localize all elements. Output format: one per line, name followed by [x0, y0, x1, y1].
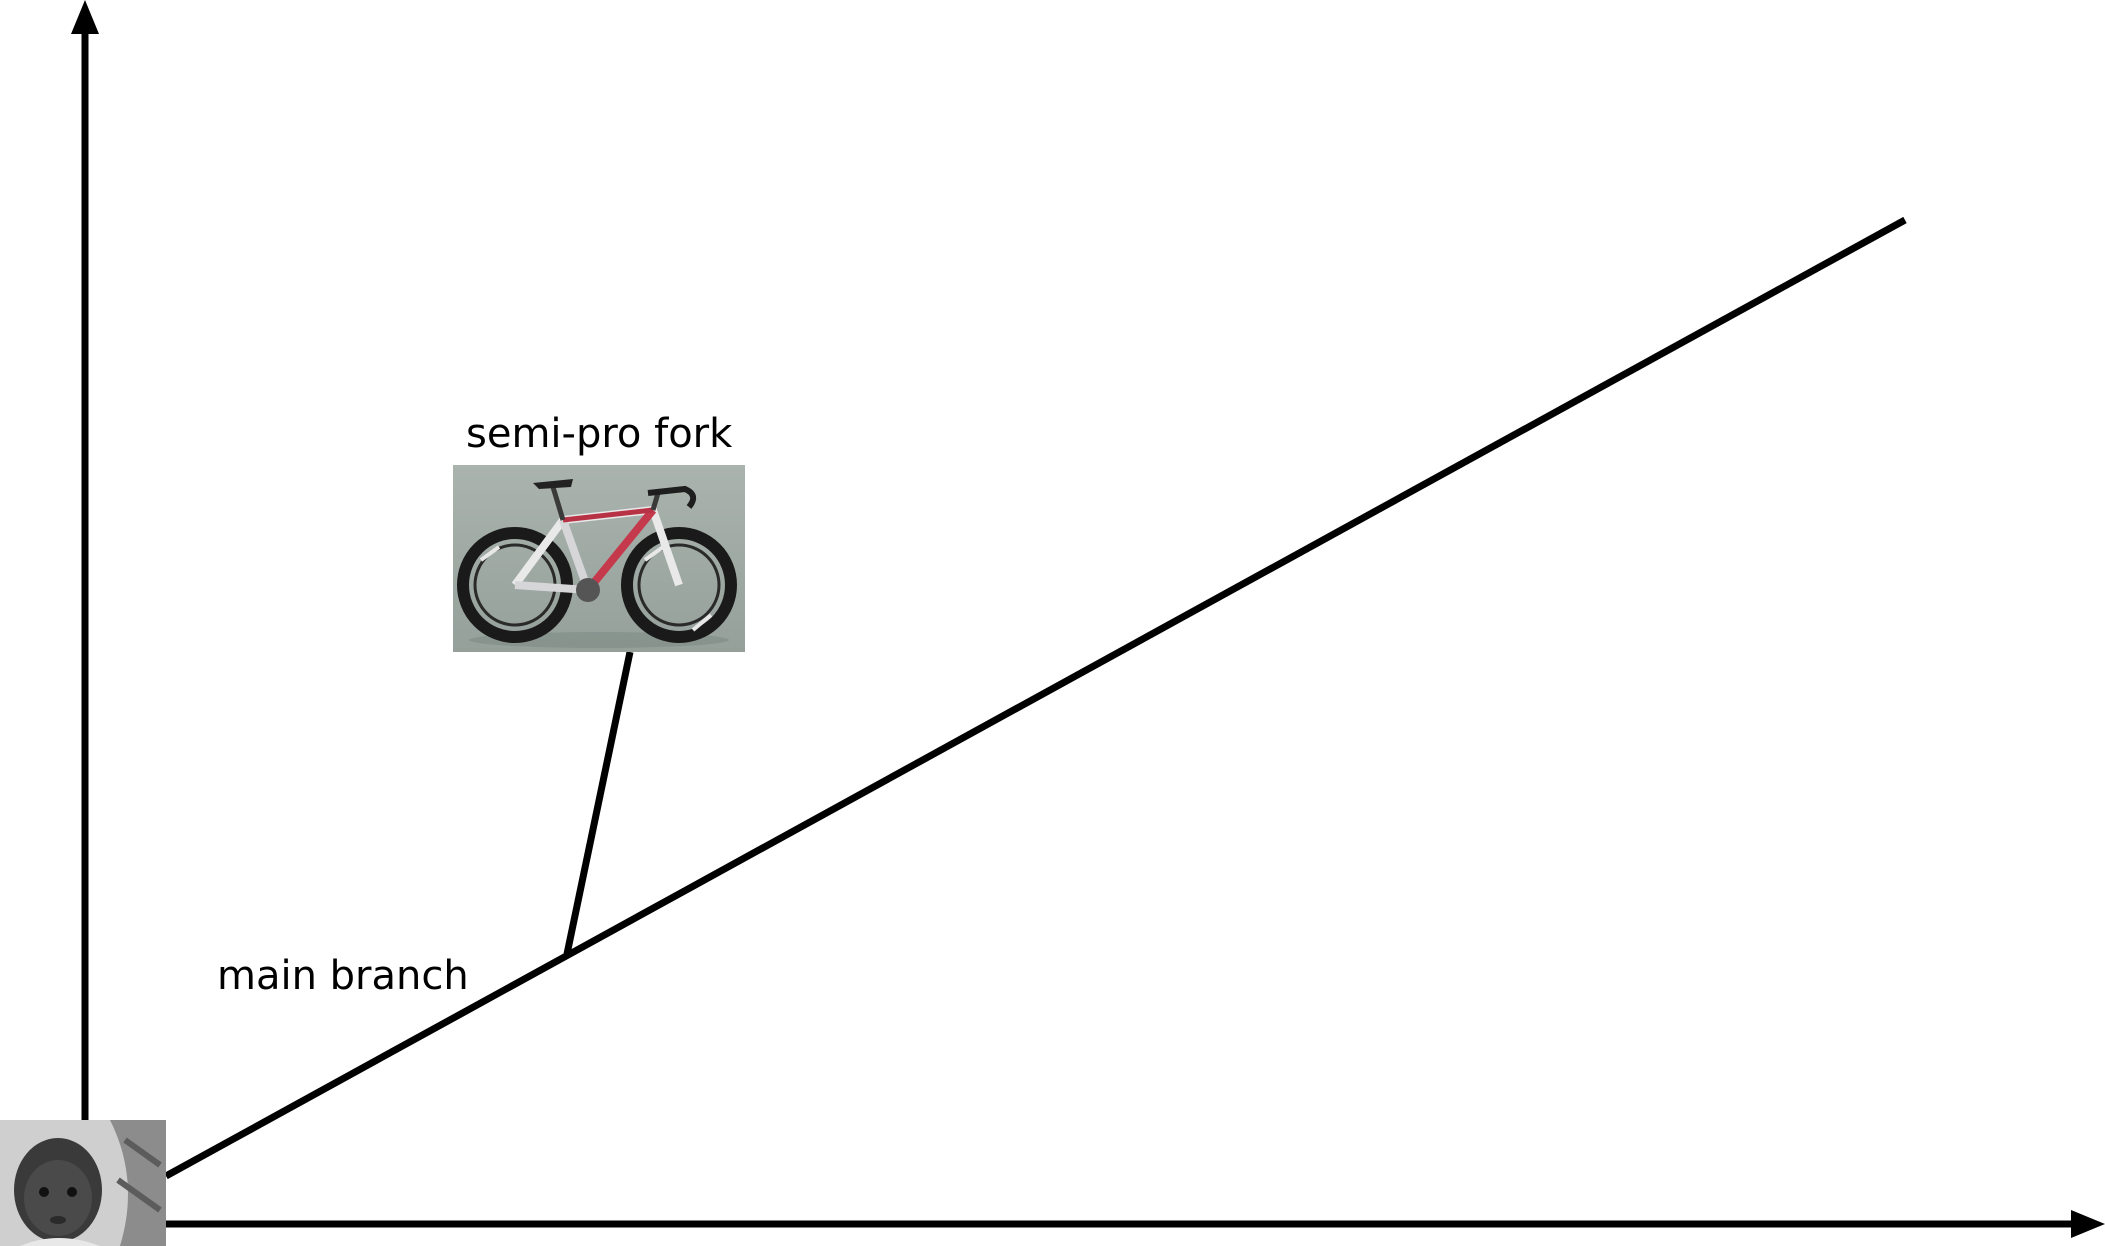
fork-line	[563, 651, 634, 955]
y-axis-arrowhead	[71, 0, 99, 34]
x-axis-arrowhead	[2071, 1210, 2105, 1238]
bicycle-photo	[453, 465, 745, 652]
main-branch-line	[164, 216, 1907, 1180]
baby-photo	[0, 1120, 166, 1246]
main-branch-label: main branch	[217, 953, 469, 999]
fork-label: semi-pro fork	[466, 411, 733, 457]
